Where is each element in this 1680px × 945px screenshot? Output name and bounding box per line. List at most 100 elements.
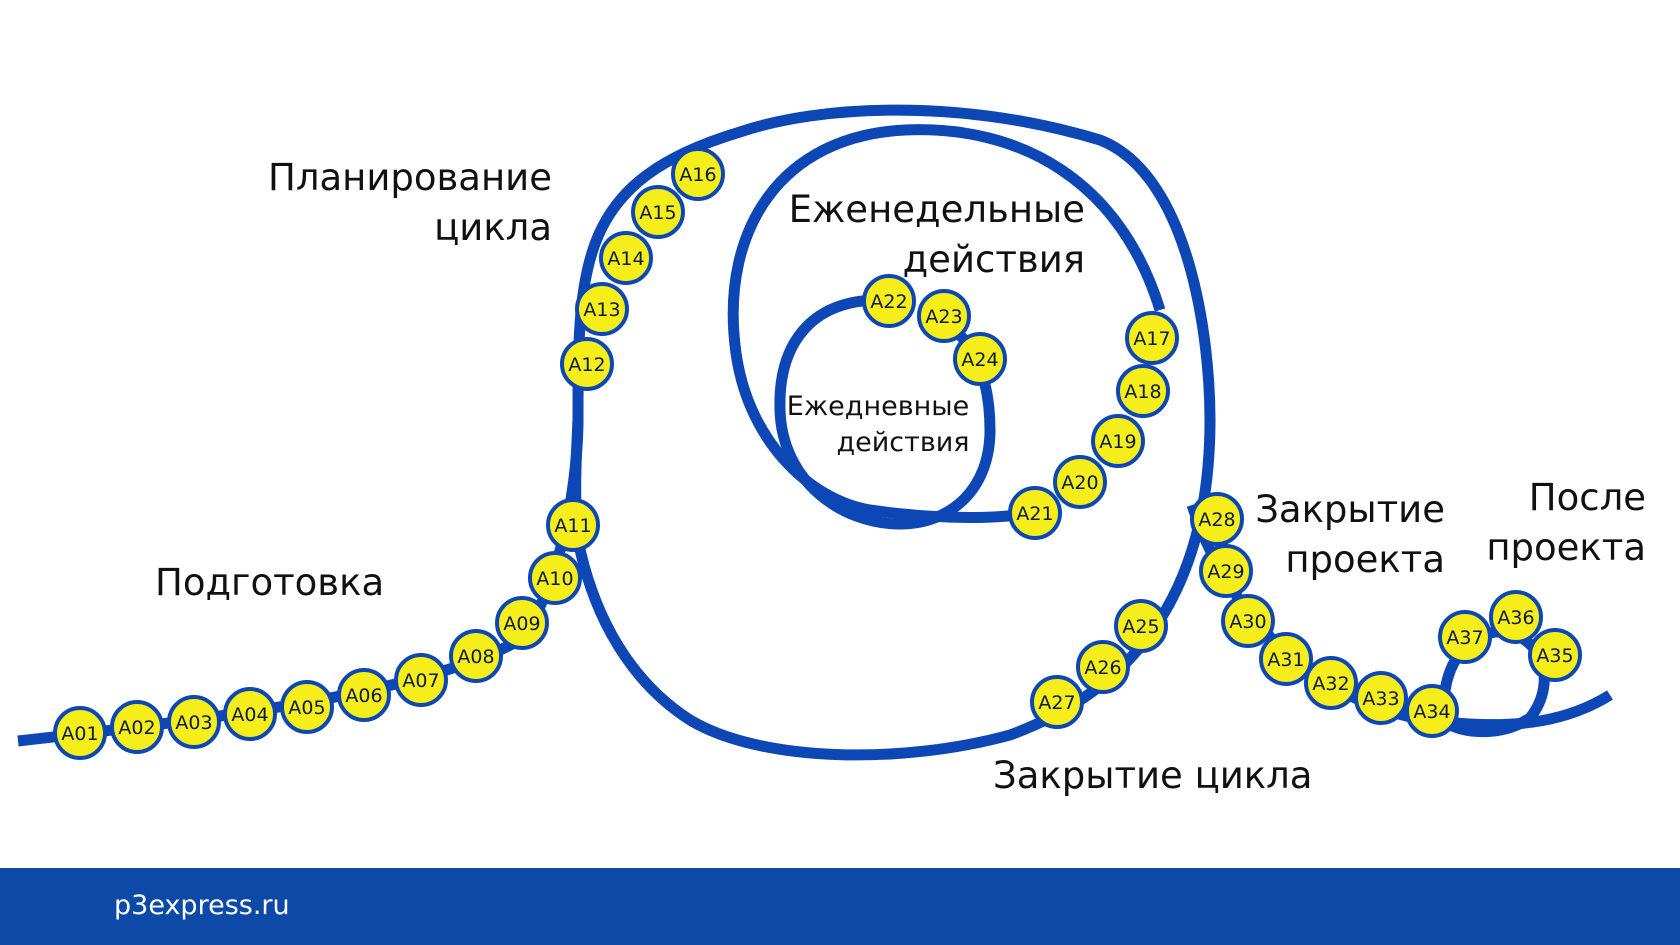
label-project-closing-line1: Закрытие: [1255, 488, 1445, 531]
activity-node-circle: [1489, 590, 1543, 644]
track-weekly-loop: [727, 124, 1166, 523]
activity-node-a15: A15: [631, 185, 685, 239]
activity-node-a28: A28: [1190, 492, 1244, 546]
activity-node-a09: A09: [495, 596, 549, 650]
activity-node-circle: [1076, 640, 1130, 694]
activity-node-a11: A11: [546, 498, 600, 552]
activity-node-circle: [631, 185, 685, 239]
activity-node-a35: A35: [1528, 628, 1582, 682]
activity-node-circle: [1091, 414, 1145, 468]
activity-node-label: A26: [1084, 657, 1121, 679]
activity-node-label: A23: [925, 306, 962, 328]
activity-node-label: A16: [679, 164, 716, 186]
activity-node-a12: A12: [560, 337, 614, 391]
activity-node-a37: A37: [1438, 610, 1492, 664]
footer-bar: p3express.ru: [0, 868, 1680, 945]
activity-node-label: A33: [1362, 688, 1399, 710]
activity-node-a13: A13: [575, 282, 629, 336]
activity-node-circle: [394, 653, 448, 707]
label-cycle-planning-line2: цикла: [434, 206, 552, 249]
activity-node-a07: A07: [394, 653, 448, 707]
label-weekly-line2: действия: [903, 238, 1085, 281]
activity-node-a30: A30: [1221, 594, 1275, 648]
activity-node-a26: A26: [1076, 640, 1130, 694]
label-after-project-line2: проекта: [1486, 526, 1646, 569]
activity-node-circle: [862, 274, 916, 328]
activity-node-a33: A33: [1354, 671, 1408, 725]
activity-node-label: A08: [457, 646, 494, 668]
label-cycle-planning-line1: Планирование: [268, 156, 552, 199]
activity-node-circle: [575, 282, 629, 336]
activity-node-label: A21: [1016, 503, 1053, 525]
activity-node-label: A10: [536, 568, 573, 590]
activity-node-circle: [167, 695, 221, 749]
activity-node-a23: A23: [917, 289, 971, 343]
activity-node-circle: [110, 700, 164, 754]
activity-node-a18: A18: [1116, 364, 1170, 418]
activity-node-label: A13: [583, 299, 620, 321]
activity-node-a22: A22: [862, 274, 916, 328]
label-daily-line1: Ежедневные: [787, 391, 969, 422]
label-after-project-line1: После: [1529, 476, 1646, 519]
activity-node-label: A17: [1133, 328, 1170, 350]
activity-node-circle: [1114, 599, 1168, 653]
activity-node-label: A31: [1267, 649, 1304, 671]
activity-node-label: A22: [870, 291, 907, 313]
activity-node-a03: A03: [167, 695, 221, 749]
website-link[interactable]: p3express.ru: [114, 890, 290, 921]
activity-node-circle: [1053, 455, 1107, 509]
activity-node-a29: A29: [1199, 544, 1253, 598]
activity-node-circle: [1125, 311, 1179, 365]
activity-node-a05: A05: [280, 680, 334, 734]
activity-node-circle: [1116, 364, 1170, 418]
activity-node-label: A29: [1207, 561, 1244, 583]
activity-node-label: A36: [1497, 607, 1534, 629]
label-project-closing-line2: проекта: [1285, 538, 1445, 581]
activity-node-label: A02: [118, 717, 155, 739]
activity-node-label: A05: [288, 697, 325, 719]
activity-node-circle: [1190, 492, 1244, 546]
activity-node-a24: A24: [953, 332, 1007, 386]
activity-node-circle: [1221, 594, 1275, 648]
activity-node-label: A27: [1038, 692, 1075, 714]
activity-node-circle: [1008, 486, 1062, 540]
label-cycle-closing: Закрытие цикла: [993, 754, 1312, 797]
activity-node-circle: [1199, 544, 1253, 598]
activity-node-label: A30: [1229, 611, 1266, 633]
activity-node-a10: A10: [528, 551, 582, 605]
activity-node-a14: A14: [599, 231, 653, 285]
activity-node-circle: [560, 337, 614, 391]
activity-node-circle: [223, 687, 277, 741]
activity-node-circle: [1438, 610, 1492, 664]
activity-node-circle: [1354, 671, 1408, 725]
activity-node-label: A07: [402, 670, 439, 692]
activity-node-circle: [495, 596, 549, 650]
activity-node-label: A03: [175, 712, 212, 734]
label-weekly-line1: Еженедельные: [789, 188, 1085, 231]
activity-node-a27: A27: [1030, 675, 1084, 729]
p3express-flow-diagram: Подготовка Планирование цикла Еженедельн…: [17, 104, 1646, 797]
activity-node-label: A28: [1198, 509, 1235, 531]
activity-node-circle: [53, 706, 107, 760]
activity-node-label: A06: [345, 685, 382, 707]
activity-node-label: A11: [554, 515, 591, 537]
activity-node-a04: A04: [223, 687, 277, 741]
phase-labels: Подготовка Планирование цикла Еженедельн…: [155, 156, 1646, 797]
activity-node-circle: [528, 551, 582, 605]
activity-node-circle: [1030, 675, 1084, 729]
activity-node-label: A18: [1124, 381, 1161, 403]
activity-node-a34: A34: [1405, 684, 1459, 738]
activity-node-label: A37: [1446, 627, 1483, 649]
activity-node-circle: [1405, 684, 1459, 738]
activity-node-label: A09: [503, 613, 540, 635]
activity-node-circle: [449, 629, 503, 683]
activity-node-circle: [1259, 632, 1313, 686]
label-daily-line2: действия: [836, 427, 969, 458]
activity-node-a25: A25: [1114, 599, 1168, 653]
track-main-cycle: [570, 104, 1216, 761]
activity-node-a16: A16: [671, 147, 725, 201]
activity-node-label: A32: [1312, 673, 1349, 695]
activity-node-a20: A20: [1053, 455, 1107, 509]
activity-node-a08: A08: [449, 629, 503, 683]
